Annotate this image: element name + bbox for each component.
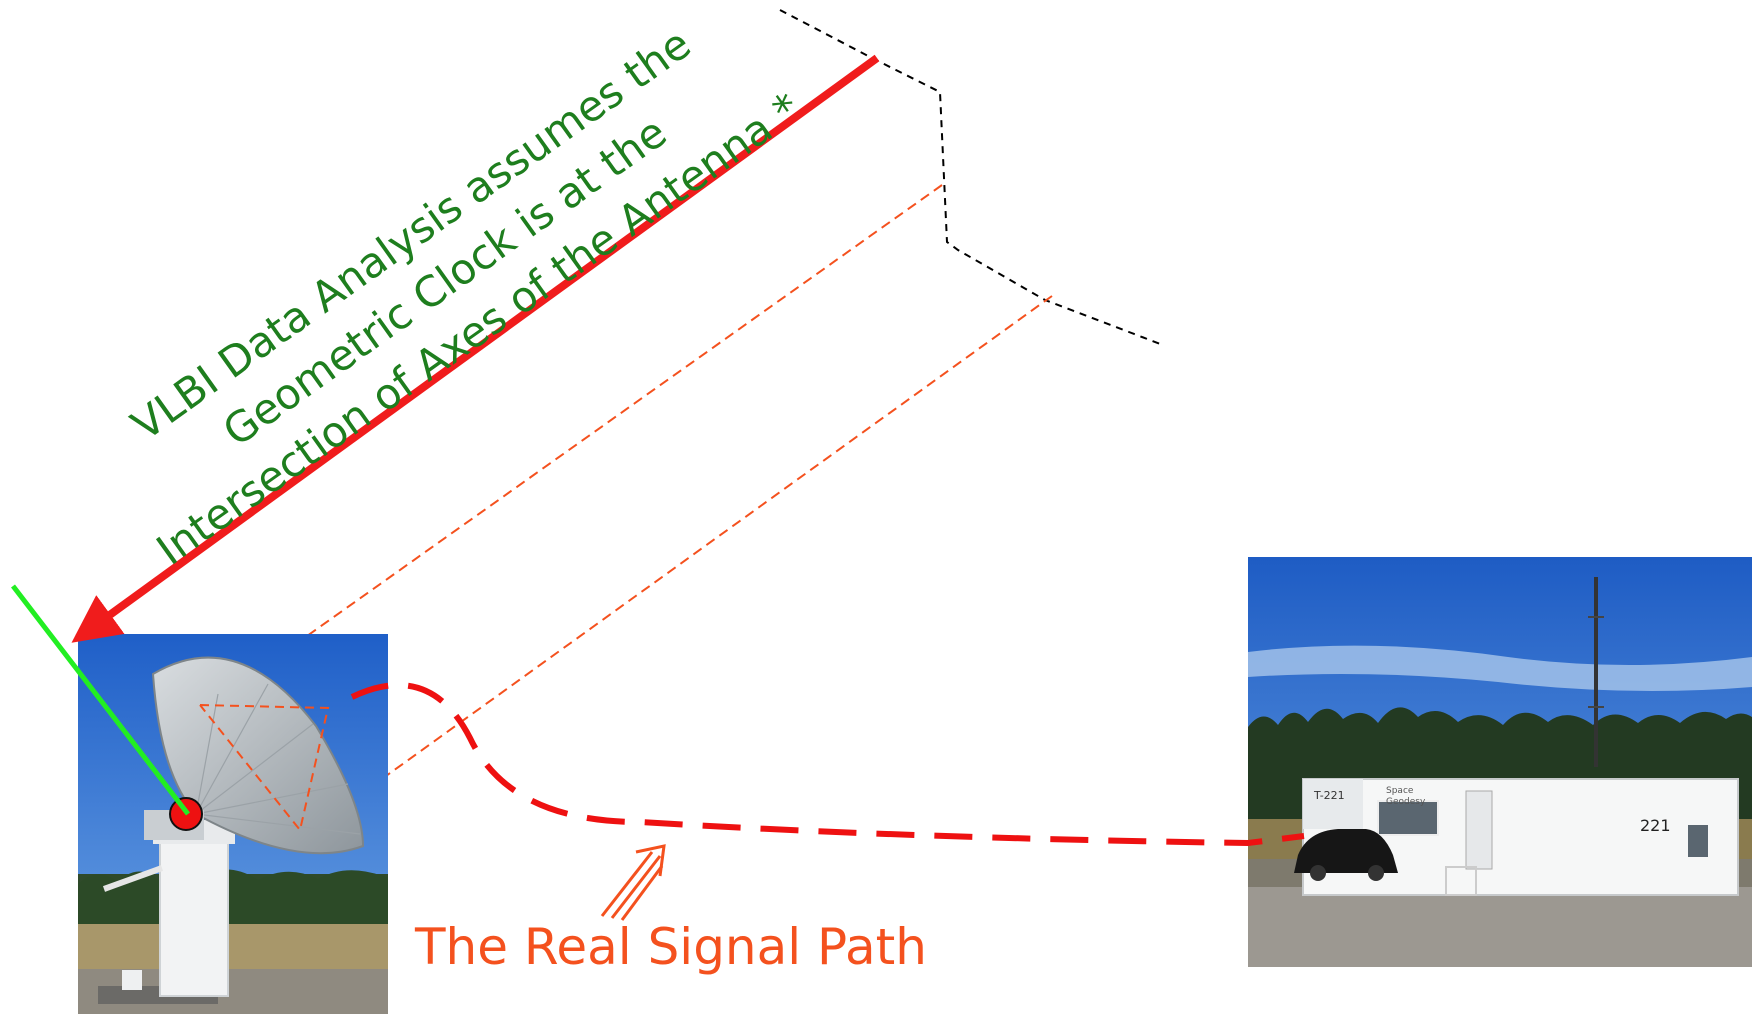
signal-path-label: The Real Signal Path — [415, 918, 927, 976]
building-photo: T-221 Space Geodesy 221 — [1248, 557, 1752, 967]
sign-line-2: Geodesy — [1386, 797, 1426, 807]
antenna-photo — [78, 634, 388, 1014]
door-sign: T-221 — [1313, 789, 1345, 802]
axis-intersection-dot — [169, 797, 203, 831]
sign-line-1: Space — [1386, 786, 1414, 796]
wavefront-dashed-line — [779, 9, 1164, 346]
building-number: 221 — [1640, 816, 1671, 835]
